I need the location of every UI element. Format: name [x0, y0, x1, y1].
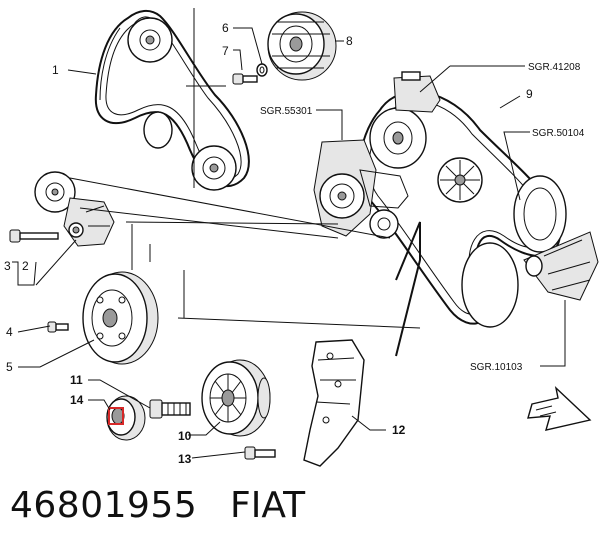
callout-6: 6: [222, 21, 229, 35]
callout-5: 5: [6, 360, 13, 374]
callout-10: 10: [178, 429, 192, 443]
washer-part-6: [256, 63, 268, 77]
callout-11: 11: [70, 373, 83, 387]
bracket-part-12: [303, 339, 365, 467]
tensioner-bolt: [9, 229, 59, 243]
pin-part-4: [47, 321, 69, 333]
idler-pulley-part-10: [201, 359, 271, 437]
crank-pulley-part-5: [82, 271, 159, 365]
brand-name: FIAT: [230, 485, 306, 526]
callout-1: 1: [52, 63, 59, 77]
highlight-box: [108, 407, 124, 425]
callout-2: 2: [22, 259, 29, 273]
callout-14: 14: [70, 393, 84, 407]
grooved-pulley-part-8: [267, 11, 337, 81]
callout-3: 3: [4, 259, 11, 273]
engine-assembly: [313, 71, 599, 328]
leader-lines: [12, 8, 566, 459]
cap-part-14: [106, 395, 146, 441]
part-number: 46801955: [10, 485, 198, 526]
direction-arrow-icon: [527, 385, 592, 431]
callout-7: 7: [222, 44, 229, 58]
ref-sgr55301: SGR.55301: [260, 106, 313, 117]
bolt-part-7: [232, 73, 258, 85]
upper-pulley: [127, 17, 173, 63]
lower-belt-pulley: [191, 145, 237, 191]
bolt-part-11: [149, 399, 191, 419]
callout-13: 13: [178, 452, 192, 466]
ref-sgr41208: SGR.41208: [528, 62, 581, 73]
bolt-part-13: [244, 446, 276, 460]
callout-8: 8: [346, 34, 353, 48]
callout-4: 4: [6, 325, 13, 339]
callout-9: 9: [526, 87, 533, 101]
idler-pulley-middle: [143, 111, 173, 149]
callout-12: 12: [392, 423, 406, 437]
ref-sgr10103: SGR.10103: [470, 362, 523, 373]
ref-sgr50104: SGR.50104: [532, 128, 585, 139]
